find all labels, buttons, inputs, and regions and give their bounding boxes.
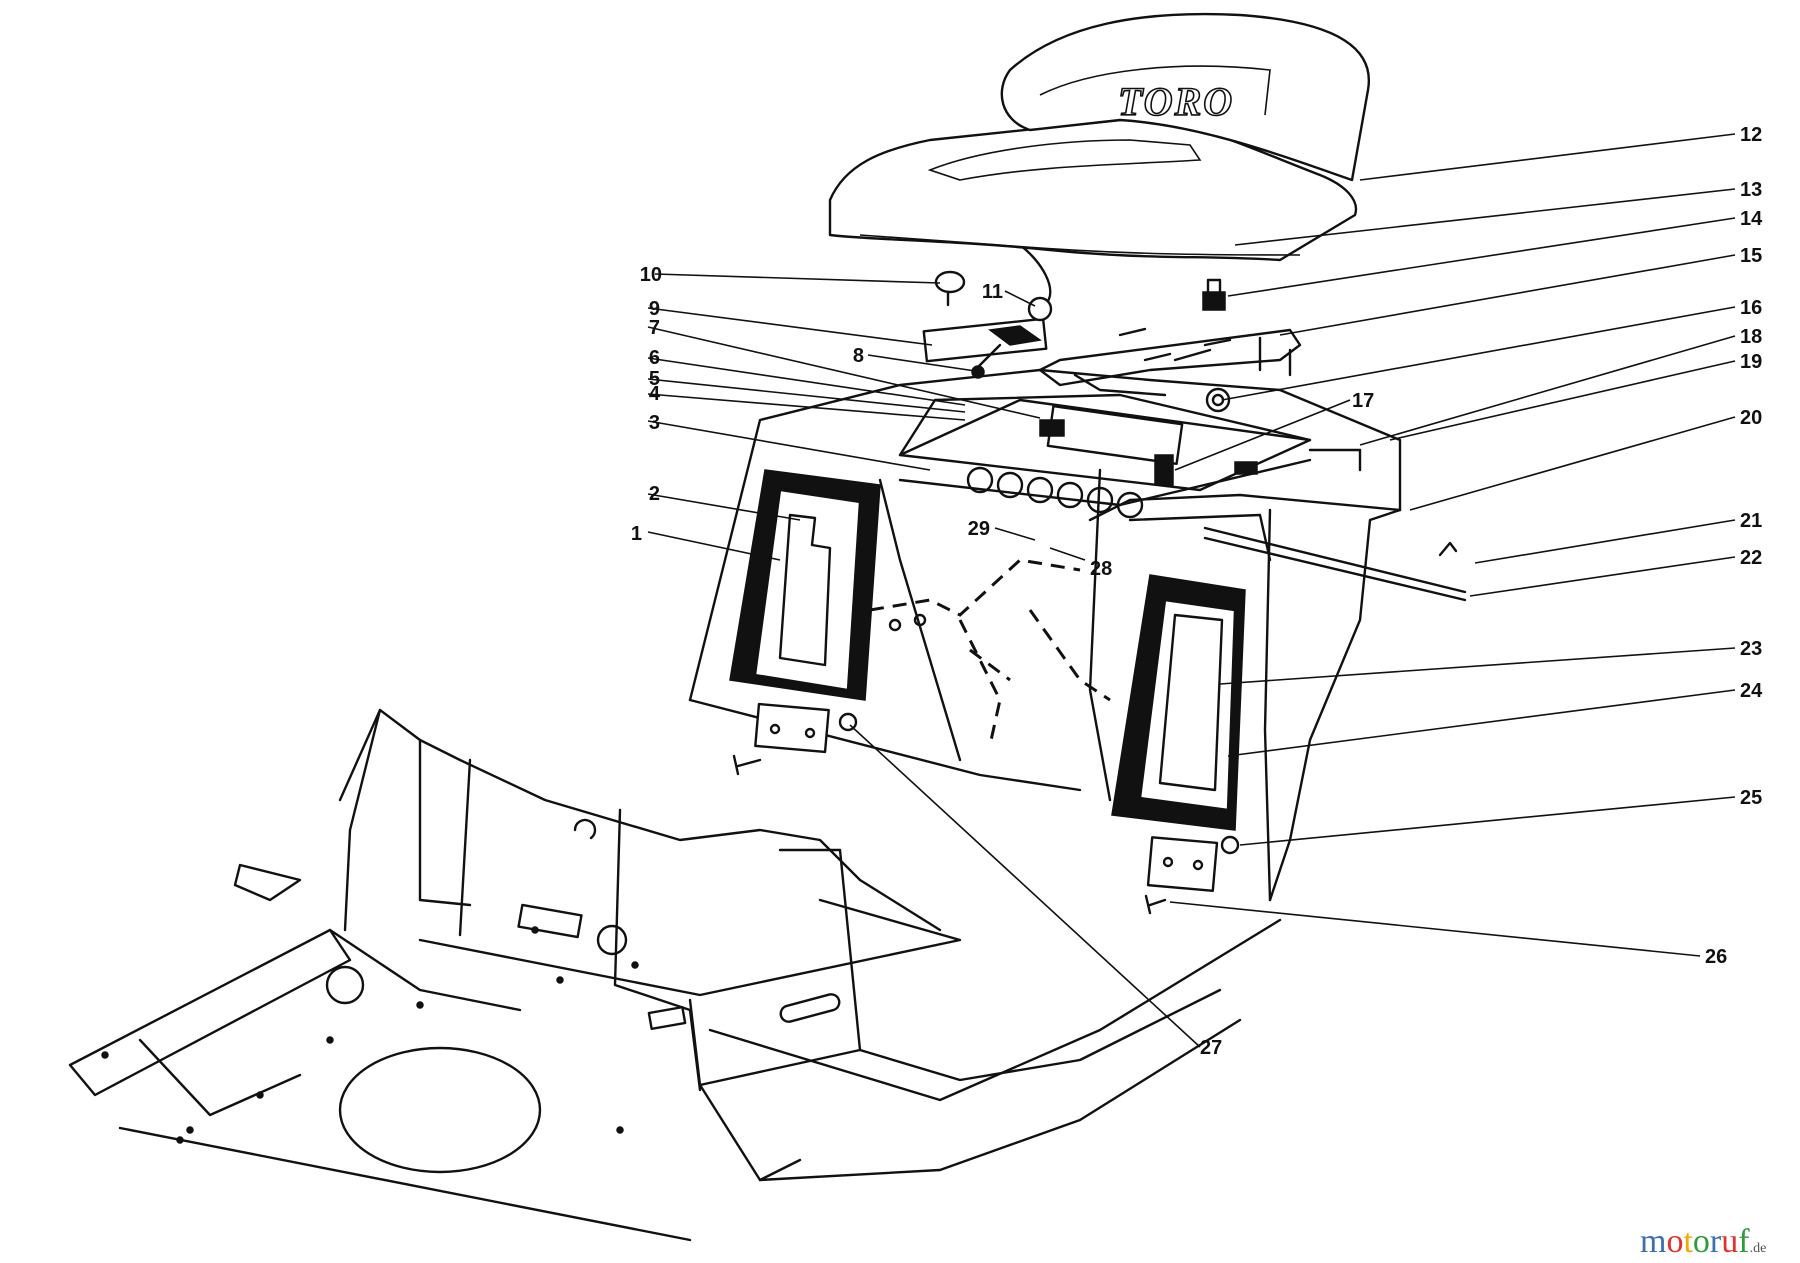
- callout-6: 6: [649, 347, 660, 369]
- callout-17: 17: [1352, 390, 1374, 412]
- watermark-letter: o: [1666, 1223, 1683, 1260]
- callout-21: 21: [1740, 510, 1762, 532]
- callout-3: 3: [649, 412, 660, 434]
- callout-27: 27: [1200, 1037, 1222, 1059]
- callout-9: 9: [649, 298, 660, 320]
- callout-15: 15: [1740, 245, 1762, 267]
- watermark-letter: o: [1693, 1223, 1710, 1260]
- watermark-letter: f: [1738, 1223, 1750, 1260]
- callout-28: 28: [1090, 558, 1112, 580]
- callout-29: 29: [968, 518, 990, 540]
- callout-24: 24: [1740, 680, 1763, 702]
- watermark-main: motoruf: [1640, 1223, 1750, 1260]
- callout-26: 26: [1705, 946, 1727, 968]
- watermark-letter: u: [1721, 1223, 1738, 1260]
- fender-body: [688, 368, 1467, 915]
- callout-14: 14: [1740, 208, 1763, 230]
- leader-lines: [647, 133, 1736, 1048]
- watermark-suffix: .de: [1750, 1241, 1767, 1256]
- callout-7: 7: [649, 317, 660, 339]
- seat-brand-mark: TORO: [1118, 79, 1234, 124]
- callout-13: 13: [1740, 179, 1762, 201]
- callout-2: 2: [649, 483, 660, 505]
- callout-23: 23: [1740, 638, 1762, 660]
- callout-16: 16: [1740, 297, 1762, 319]
- gauge-row: [966, 466, 1144, 519]
- svg-text:motoruf.de: motoruf.de: [1640, 1223, 1766, 1260]
- callout-11: 11: [982, 281, 1003, 303]
- callout-8: 8: [853, 345, 864, 367]
- callout-18: 18: [1740, 326, 1762, 348]
- watermark-letter: r: [1710, 1223, 1722, 1260]
- callout-22: 22: [1740, 547, 1762, 569]
- watermark-logo: motoruf.de: [1640, 1223, 1766, 1260]
- callout-1: 1: [631, 523, 642, 545]
- callout-20: 20: [1740, 407, 1762, 429]
- watermark-letter: m: [1640, 1223, 1666, 1260]
- callout-10: 10: [640, 264, 662, 286]
- callout-numbers: 1 2 3 4 5 6 7 8 9 10 11 12 13 14 15 16 1…: [631, 124, 1763, 1059]
- callout-4: 4: [649, 383, 661, 405]
- callout-5: 5: [649, 368, 660, 390]
- callout-19: 19: [1740, 351, 1762, 373]
- frame-chassis: [68, 708, 1282, 1242]
- callout-25: 25: [1740, 787, 1762, 809]
- callout-12: 12: [1740, 124, 1762, 146]
- watermark-letter: t: [1683, 1223, 1693, 1260]
- seat-assembly: TORO: [828, 12, 1371, 413]
